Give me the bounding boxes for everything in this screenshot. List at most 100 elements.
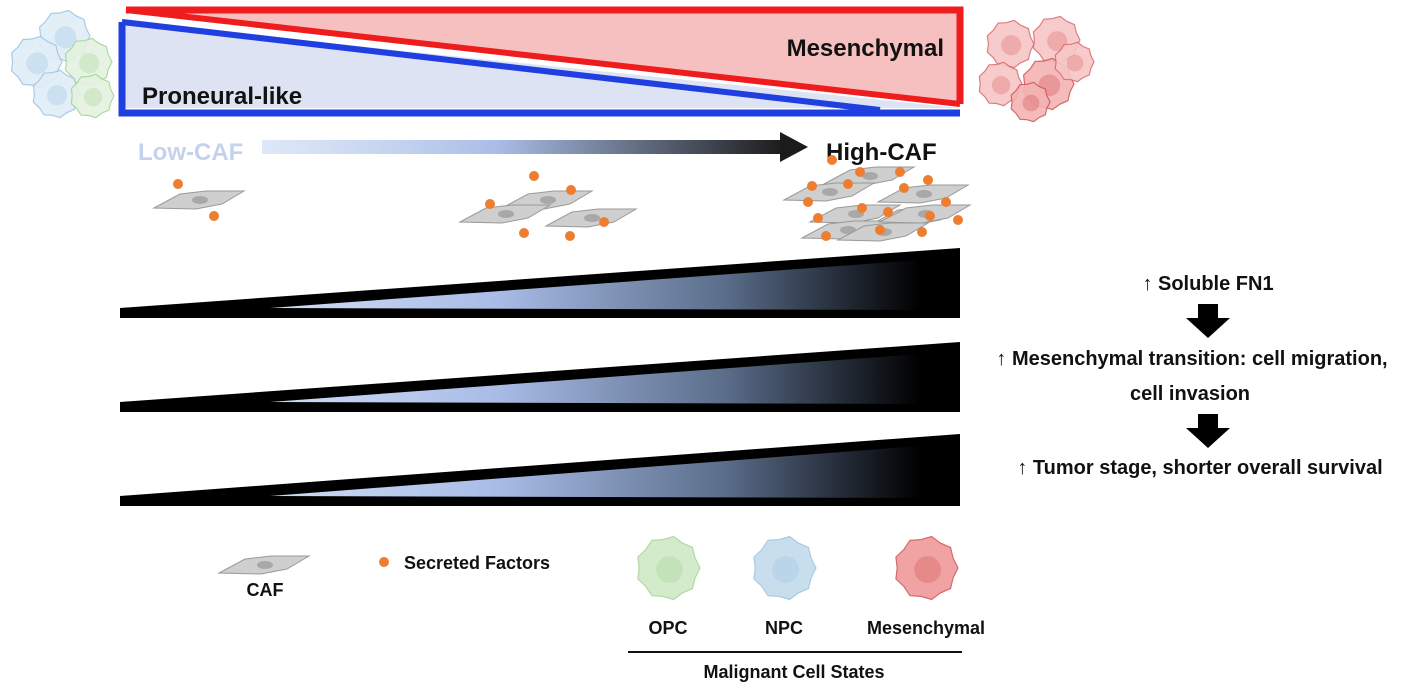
legend-state-1-cell-nucleus — [656, 556, 684, 584]
effect-tumor-stage: ↑ Tumor stage, shorter overall survival — [1017, 457, 1382, 479]
caf-high-factor-15 — [917, 227, 927, 237]
mesenchymal-cell-6 — [1010, 81, 1051, 123]
caf-low-1-nucleus — [192, 196, 208, 204]
mesenchymal-outline — [126, 6, 964, 104]
caf-high-factor-3 — [855, 167, 865, 177]
proneural-mesenchymal-bar: Proneural-like Mesenchymal — [118, 6, 964, 117]
legend-caf-cell-nucleus — [257, 561, 273, 569]
mesenchymal-cell-1 — [986, 19, 1035, 69]
effect-soluble-fn1: ↑ Soluble FN1 — [1142, 273, 1273, 295]
caf-high-2-nucleus — [916, 190, 932, 198]
proneural-cell-4-nucleus — [47, 85, 68, 106]
legend-state-3-cell-nucleus — [914, 556, 942, 584]
caf-high-1-nucleus — [862, 172, 878, 180]
caf-arrow-head — [780, 132, 808, 162]
caf-mid-factor-1 — [529, 171, 539, 181]
caf-mid-factor-2 — [566, 185, 576, 195]
legend-states-title: Malignant Cell States — [703, 662, 884, 682]
legend-caf-label: CAF — [247, 580, 284, 600]
proneural-cell-5-nucleus — [83, 87, 103, 107]
caf-low-factor-2 — [209, 211, 219, 221]
caf-mid-1-nucleus — [540, 196, 556, 204]
proneural-cell-5 — [70, 73, 115, 119]
legend-cell-states: OPC NPC Mesenchymal — [637, 535, 985, 638]
caf-high-factor-2 — [807, 181, 817, 191]
caf-mid-2 — [458, 204, 552, 224]
mesenchymal-cell-3-nucleus — [991, 75, 1011, 95]
effect-arrow-1 — [1186, 304, 1230, 338]
caf-high-factor-1 — [827, 155, 837, 165]
mesenchymal-label: Mesenchymal — [787, 35, 944, 62]
proneural-cell-1-nucleus — [54, 26, 77, 49]
caf-populations — [152, 155, 972, 242]
legend-state-2-label: NPC — [765, 618, 803, 638]
legend-state-2-cell — [753, 535, 817, 601]
caf-group-high — [782, 155, 972, 242]
caf-high-factor-16 — [843, 179, 853, 189]
caf-high-2 — [876, 184, 970, 204]
legend: CAF Secreted Factors OPC NPC Mesenchymal M… — [217, 535, 985, 682]
legend-state-2-cell-nucleus — [772, 556, 800, 584]
proneural-label: Proneural-like — [142, 83, 302, 110]
effect-arrow-2 — [1186, 414, 1230, 448]
proneural-diagonal — [121, 19, 881, 113]
legend-state-1: OPC — [637, 535, 701, 638]
high-caf-label: High-CAF — [826, 139, 937, 166]
legend-caf-cell — [217, 555, 311, 575]
caf-high-factor-5 — [923, 175, 933, 185]
increase-wedges — [120, 248, 960, 506]
increase-wedge-2 — [120, 342, 960, 412]
proneural-cell-4 — [32, 69, 81, 119]
caf-mid-factor-6 — [565, 231, 575, 241]
increase-wedge-1 — [120, 248, 960, 318]
proneural-cell-3 — [64, 37, 113, 87]
caf-arrow-shaft — [262, 140, 784, 154]
caf-group-mid — [458, 171, 638, 241]
proneural-cell-3-nucleus — [79, 53, 100, 74]
caf-low-factor-1 — [173, 179, 183, 189]
legend-caf — [217, 555, 311, 575]
mesenchymal-cell-5-nucleus — [1066, 54, 1084, 72]
mesenchymal-diagonal — [125, 7, 961, 107]
proneural-outline — [118, 22, 960, 117]
caf-high-3 — [782, 182, 876, 202]
effect-mesenchymal-transition: ↑ Mesenchymal transition: cell migration… — [996, 348, 1387, 370]
legend-state-3-label: Mesenchymal — [867, 618, 985, 638]
mesenchymal-cell-2-nucleus — [1047, 31, 1068, 52]
proneural-cell-2-nucleus — [26, 52, 49, 75]
caf-high-factor-9 — [813, 213, 823, 223]
caf-mid-factor-4 — [599, 217, 609, 227]
legend-state-3: Mesenchymal — [867, 535, 985, 638]
effect-cell-invasion: cell invasion — [1130, 383, 1250, 405]
caf-high-factor-4 — [899, 183, 909, 193]
legend-state-1-label: OPC — [648, 618, 687, 638]
caf-high-3-nucleus — [822, 188, 838, 196]
mesenchymal-cell-5 — [1054, 41, 1095, 83]
legend-state-3-cell-body — [895, 535, 959, 601]
caf-high-factor-7 — [803, 197, 813, 207]
legend-state-1-cell — [637, 535, 701, 601]
legend-state-2: NPC — [753, 535, 817, 638]
caf-high-factor-10 — [857, 203, 867, 213]
mesenchymal-cell-5-body — [1054, 41, 1095, 83]
caf-mid-3 — [544, 208, 638, 228]
caf-high-factor-6 — [941, 197, 951, 207]
caf-low-1 — [152, 190, 246, 210]
mesenchymal-cell-6-body — [1010, 81, 1051, 123]
legend-state-2-cell-body — [753, 535, 817, 601]
increase-wedge-2-fill — [270, 354, 920, 404]
legend-secreted-label: Secreted Factors — [404, 553, 550, 573]
caf-high-factor-13 — [821, 231, 831, 241]
caf-high-factor-11 — [925, 211, 935, 221]
caf-high-factor-12 — [953, 215, 963, 225]
mesenchymal-cell-cluster — [978, 15, 1095, 123]
effects-cascade: ↑ Soluble FN1 ↑ Mesenchymal transition: … — [996, 273, 1387, 479]
caf-high-factor-17 — [895, 167, 905, 177]
caf-mid-factor-5 — [519, 228, 529, 238]
proneural-cell-5-body — [70, 73, 115, 119]
legend-secreted-dot — [379, 557, 389, 567]
caf-high-factor-8 — [883, 207, 893, 217]
caf-mid-3-nucleus — [584, 214, 600, 222]
increase-wedge-3 — [120, 434, 960, 506]
